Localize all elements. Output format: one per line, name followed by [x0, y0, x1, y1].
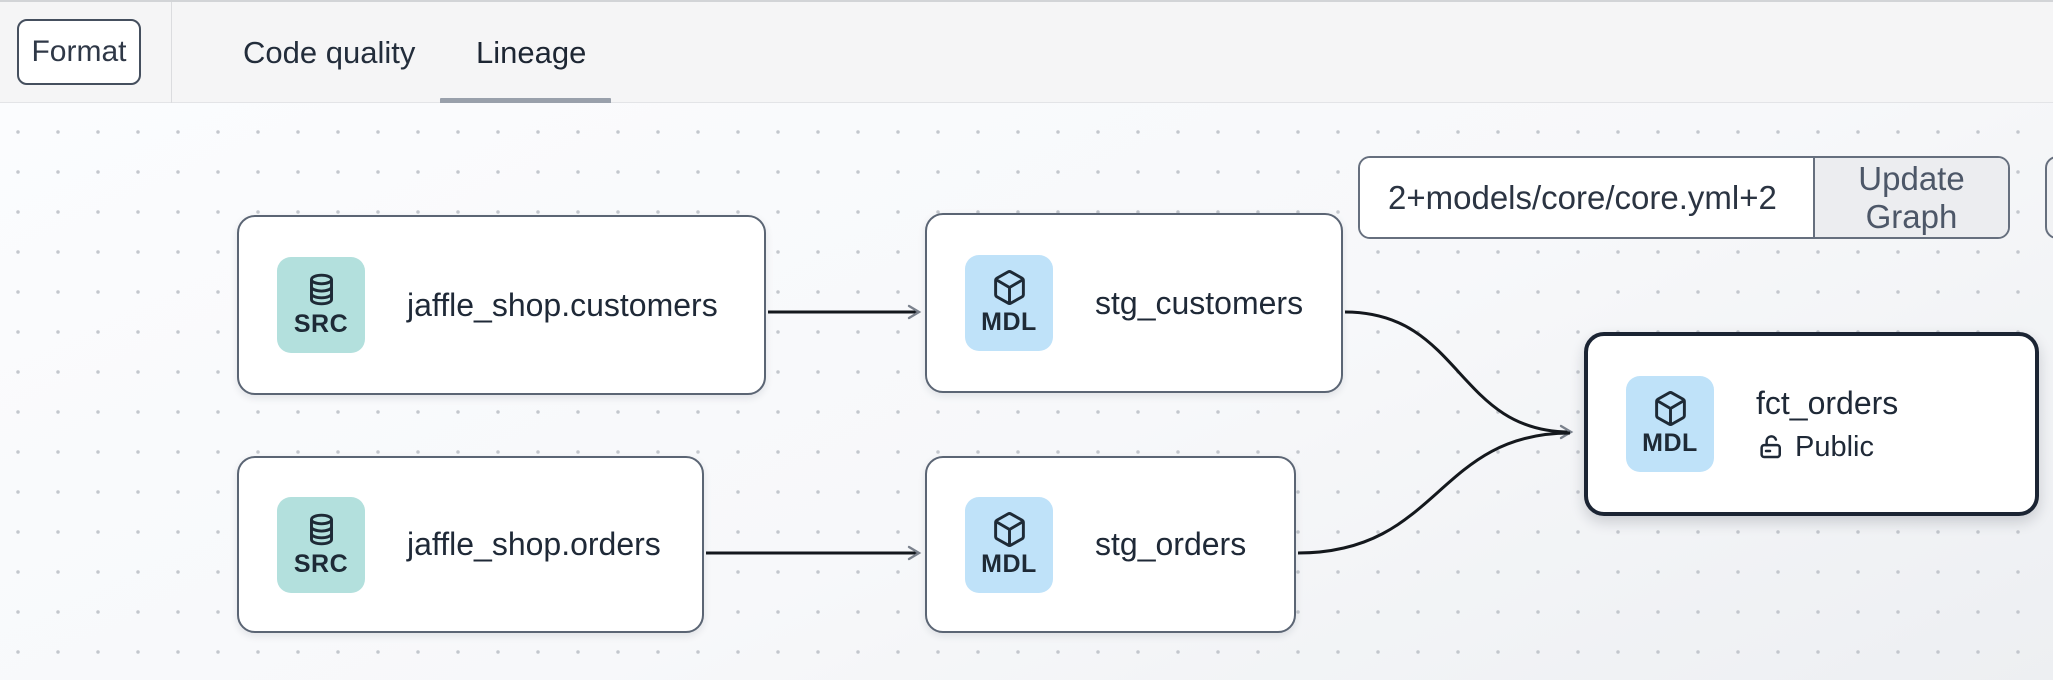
node-fct-orders[interactable]: MDL fct_orders Public — [1584, 332, 2039, 516]
selector-input[interactable] — [1360, 158, 1813, 237]
node-label: jaffle_shop.customers — [407, 286, 718, 323]
active-tab-indicator — [440, 98, 611, 104]
node-type-label: MDL — [981, 549, 1037, 578]
cube-icon — [1654, 391, 1686, 426]
update-graph-button[interactable]: Update Graph — [1813, 158, 2008, 237]
source-type-badge: SRC — [277, 496, 365, 593]
node-text-column: fct_orders Public — [1756, 385, 1898, 464]
access-label: Public — [1795, 430, 1874, 463]
database-icon — [309, 513, 333, 545]
node-type-label: SRC — [293, 310, 349, 338]
node-type-label: SRC — [293, 549, 349, 578]
node-label: jaffle_shop.orders — [407, 526, 661, 562]
clipped-right-button[interactable] — [2045, 156, 2053, 239]
tab-code-quality[interactable]: Code quality — [243, 35, 416, 70]
tab-lineage[interactable]: Lineage — [476, 35, 587, 70]
cube-icon — [993, 270, 1025, 305]
toolbar: Format Code quality Lineage — [0, 0, 2053, 104]
node-label: fct_orders — [1756, 384, 1899, 421]
model-type-badge: MDL — [1626, 376, 1714, 472]
node-type-label: MDL — [1642, 429, 1698, 457]
model-type-badge: MDL — [965, 496, 1053, 593]
toolbar-divider — [171, 2, 172, 103]
node-label: stg_customers — [1095, 284, 1304, 321]
access-row: Public — [1756, 431, 1898, 464]
source-type-badge: SRC — [277, 257, 365, 353]
node-jaffle-shop-orders[interactable]: SRC jaffle_shop.orders — [237, 456, 704, 633]
node-type-label: MDL — [981, 308, 1037, 336]
node-label: stg_orders — [1095, 526, 1247, 562]
database-icon — [309, 273, 333, 306]
node-stg-orders[interactable]: MDL stg_orders — [925, 456, 1296, 633]
format-button[interactable]: Format — [17, 19, 141, 85]
cube-icon — [993, 511, 1025, 547]
unlock-icon — [1760, 435, 1781, 459]
graph-selector-group: Update Graph — [1358, 156, 2010, 239]
node-jaffle-shop-customers[interactable]: SRC jaffle_shop.customers — [237, 215, 766, 395]
model-type-badge: MDL — [965, 255, 1053, 351]
node-stg-customers[interactable]: MDL stg_customers — [925, 213, 1343, 393]
